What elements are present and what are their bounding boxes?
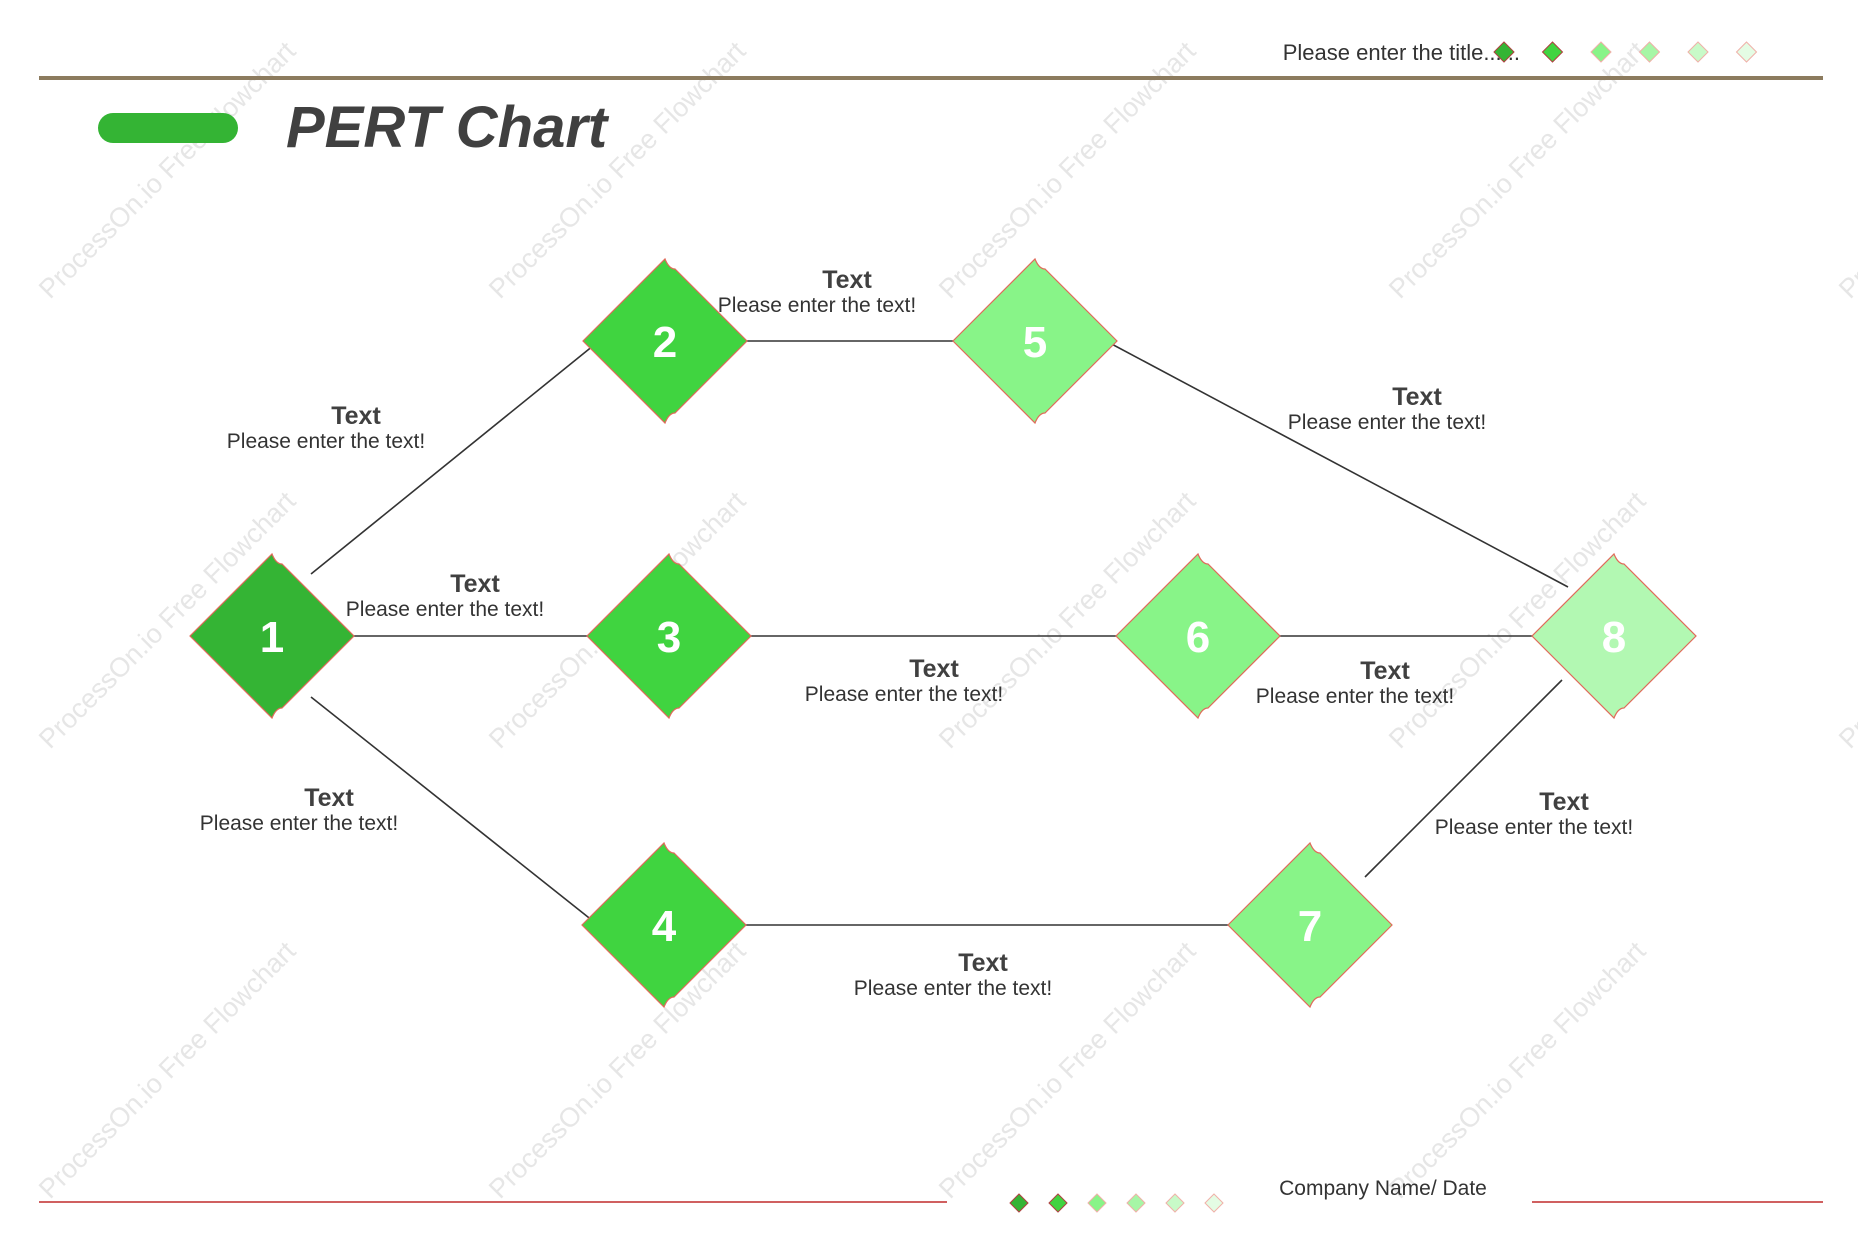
pert-node-1[interactable]: 1	[189, 552, 355, 720]
node-diamond-shape[interactable]	[1531, 552, 1697, 720]
edge-label-title-7-8[interactable]: Text	[1539, 788, 1589, 816]
pert-node-7[interactable]: 7	[1227, 841, 1393, 1009]
edge-label-title-1-4[interactable]: Text	[304, 784, 354, 812]
node-diamond-shape[interactable]	[189, 552, 355, 720]
legend-top-diamond-6	[1735, 41, 1758, 63]
pert-node-8[interactable]: 8	[1531, 552, 1697, 720]
edge-label-text-5-8[interactable]: Please enter the text!	[1288, 411, 1486, 434]
node-diamond-shape[interactable]	[1115, 552, 1281, 720]
node-number: 5	[1023, 318, 1047, 367]
edge-5-8[interactable]	[1105, 340, 1569, 588]
title-accent-pill	[98, 113, 238, 143]
edge-label-title-5-8[interactable]: Text	[1392, 383, 1442, 411]
pert-node-3[interactable]: 3	[586, 552, 752, 720]
edge-label-text-1-3[interactable]: Please enter the text!	[346, 598, 544, 621]
footer-company-date[interactable]: Company Name/ Date	[1279, 1177, 1487, 1200]
node-number: 4	[652, 902, 677, 951]
edge-label-text-6-8[interactable]: Please enter the text!	[1256, 685, 1454, 708]
node-number: 2	[653, 318, 677, 367]
node-diamond-shape[interactable]	[952, 257, 1118, 425]
edge-label-text-1-2[interactable]: Please enter the text!	[227, 430, 425, 453]
edge-label-text-1-4[interactable]: Please enter the text!	[200, 812, 398, 835]
pert-node-5[interactable]: 5	[952, 257, 1118, 425]
edge-label-text-2-5[interactable]: Please enter the text!	[718, 294, 916, 317]
edge-label-title-2-5[interactable]: Text	[822, 266, 872, 294]
pert-node-2[interactable]: 2	[582, 257, 748, 425]
legend-bottom-diamond-6	[1204, 1193, 1224, 1213]
nodes: 1 2 3 4 5 6 7 8	[189, 257, 1697, 1009]
legend-top-diamond-2	[1541, 41, 1564, 63]
node-diamond-shape[interactable]	[1227, 841, 1393, 1009]
edge-1-2[interactable]	[310, 340, 600, 575]
edge-label-title-6-8[interactable]: Text	[1360, 657, 1410, 685]
page-title[interactable]: PERT Chart	[286, 95, 608, 160]
legend-top-diamond-1	[1493, 41, 1515, 63]
footer-rule-right	[1532, 1201, 1823, 1203]
node-number: 6	[1186, 613, 1210, 662]
node-number: 3	[657, 613, 681, 662]
edge-label-text-7-8[interactable]: Please enter the text!	[1435, 816, 1633, 839]
pert-node-4[interactable]: 4	[581, 841, 747, 1009]
node-diamond-shape[interactable]	[581, 841, 747, 1009]
edge-label-title-3-6[interactable]: Text	[909, 655, 959, 683]
node-diamond-shape[interactable]	[582, 257, 748, 425]
legend-top-diamond-5	[1687, 41, 1709, 63]
edge-label-text-3-6[interactable]: Please enter the text!	[805, 683, 1003, 706]
legend-bottom-diamond-1	[1009, 1193, 1029, 1213]
edge-1-4[interactable]	[310, 696, 599, 926]
node-number: 1	[260, 613, 284, 662]
legend-bottom-diamond-3	[1087, 1193, 1107, 1213]
legend-top-diamond-3	[1590, 41, 1612, 63]
node-number: 7	[1298, 902, 1322, 951]
legend-top-diamond-4	[1638, 41, 1661, 63]
legend-bottom	[1009, 1193, 1224, 1213]
edge-label-title-1-3[interactable]: Text	[450, 570, 500, 598]
edge-7-8[interactable]	[1364, 679, 1563, 878]
edge-label-text-4-7[interactable]: Please enter the text!	[854, 977, 1052, 1000]
footer-rule-left	[39, 1201, 947, 1203]
legend-bottom-diamond-4	[1126, 1193, 1146, 1213]
legend-bottom-diamond-5	[1165, 1193, 1185, 1213]
node-number: 8	[1602, 613, 1626, 662]
edges	[310, 340, 1569, 926]
edge-label-title-4-7[interactable]: Text	[958, 949, 1008, 977]
legend-bottom-diamond-2	[1048, 1193, 1068, 1213]
legend-top	[1493, 41, 1758, 63]
header-title[interactable]: Please enter the title......	[1282, 40, 1520, 65]
edge-label-title-1-2[interactable]: Text	[331, 402, 381, 430]
node-diamond-shape[interactable]	[586, 552, 752, 720]
header-rule	[39, 76, 1823, 80]
pert-node-6[interactable]: 6	[1115, 552, 1281, 720]
